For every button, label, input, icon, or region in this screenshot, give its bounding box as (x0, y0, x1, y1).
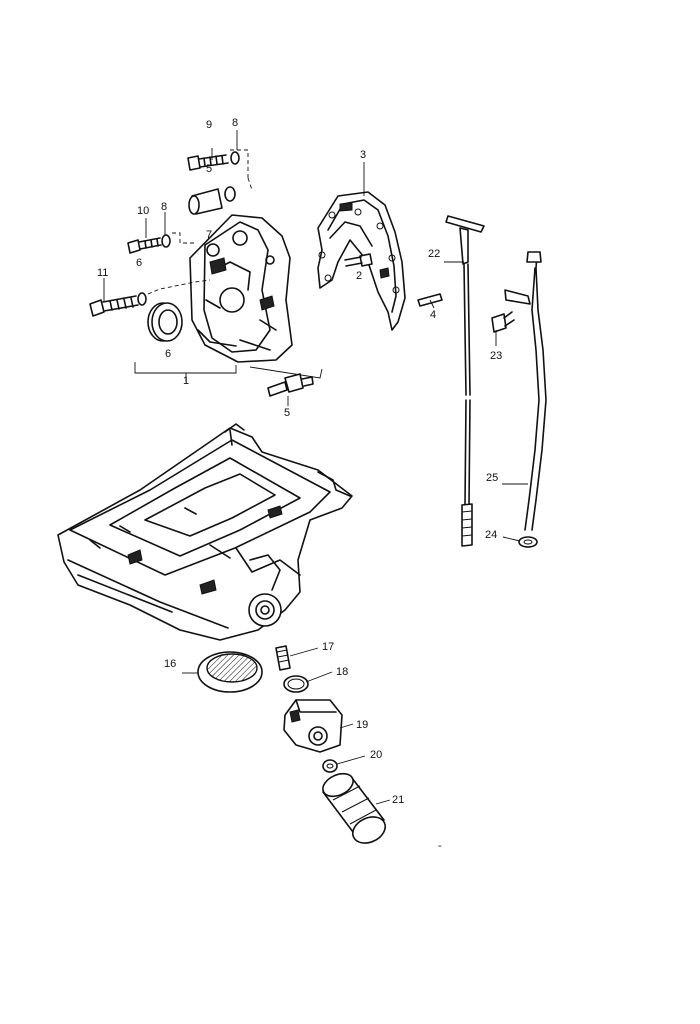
bolt-part-2 (344, 253, 373, 267)
sensor-part-5 (267, 373, 314, 397)
strainer-part-16 (197, 651, 263, 693)
callout-5-top: 5 (206, 163, 212, 175)
sleeve-part (188, 186, 236, 215)
rear-plate-part-3 (317, 191, 406, 331)
corner-mark: - (438, 840, 442, 852)
callout-24: 24 (485, 529, 497, 541)
guide-tube-part-25 (504, 251, 547, 531)
callout-22: 22 (428, 248, 440, 260)
callout-11: 11 (97, 267, 108, 279)
bolt-part-10 (127, 234, 171, 254)
nipple-part-17 (275, 645, 291, 671)
callout-7: 7 (206, 229, 212, 241)
connector-part-20 (322, 759, 338, 773)
seal-ring-part-18 (283, 675, 309, 693)
leader-lines (103, 130, 528, 805)
callout-8-top: 8 (232, 117, 238, 129)
washer-part-8-top (230, 151, 240, 165)
front-cover-part (189, 214, 293, 363)
callout-10: 10 (137, 205, 149, 217)
o-ring-part-24 (518, 536, 538, 548)
callout-6-lower: 6 (165, 348, 171, 360)
callout-21: 21 (392, 794, 404, 806)
dipstick-part-22 (445, 215, 485, 547)
callout-16: 16 (164, 658, 176, 670)
callout-6-top: 6 (136, 257, 142, 269)
callout-5-sensor: 5 (284, 407, 290, 419)
callout-3: 3 (360, 149, 366, 161)
bolt-part-11 (89, 292, 147, 317)
callout-25: 25 (486, 472, 498, 484)
oil-seal-part-7 (147, 302, 183, 342)
oil-filter-part-21 (322, 772, 387, 844)
callout-4: 4 (430, 309, 436, 321)
oil-pan-part (57, 423, 353, 641)
callout-19: 19 (356, 719, 368, 731)
callout-20: 20 (370, 749, 382, 761)
bolt-part-9 (187, 154, 229, 171)
callout-9: 9 (206, 119, 212, 131)
callout-8-mid: 8 (161, 201, 167, 213)
callout-1: 1 (183, 375, 189, 387)
callout-18: 18 (336, 666, 348, 678)
bracket-part-23 (491, 311, 515, 333)
filter-bracket-part-19 (283, 699, 343, 753)
callout-2: 2 (356, 270, 362, 282)
callout-17: 17 (322, 641, 334, 653)
callout-23: 23 (490, 350, 502, 362)
